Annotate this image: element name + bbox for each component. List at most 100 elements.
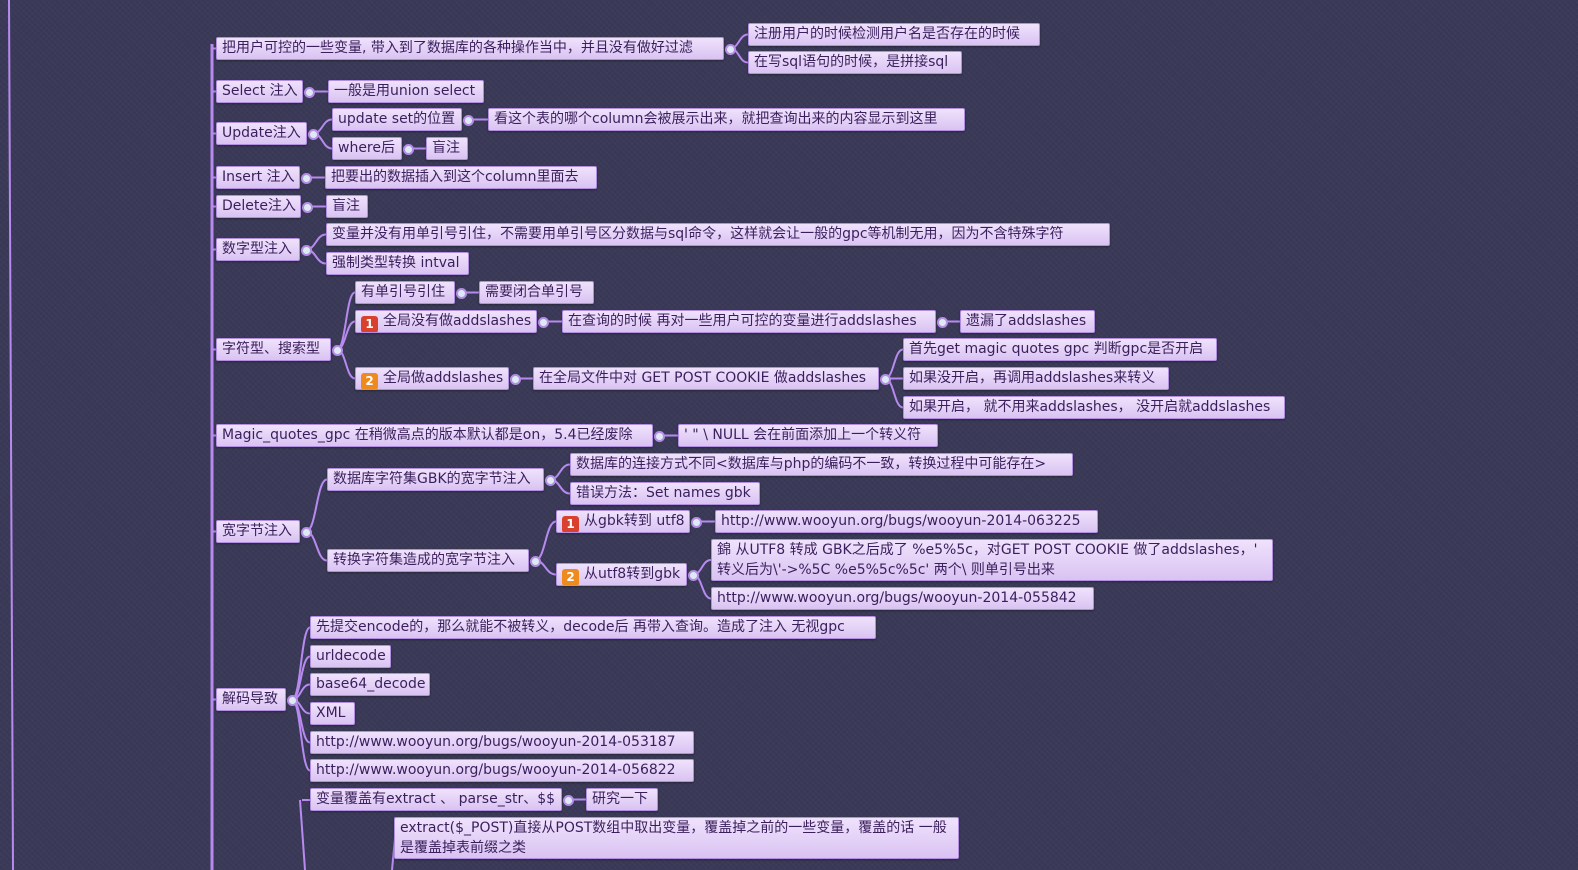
- topic-text: base64_decode: [316, 676, 426, 692]
- topic-node-n9b2[interactable]: 2 从utf8转到gbk: [556, 563, 687, 586]
- topic-node-n11a1[interactable]: 研究一下: [586, 788, 658, 811]
- topic-node-n11a[interactable]: 变量覆盖有extract 、 parse_str、$$: [310, 788, 562, 811]
- priority-icon: 2: [361, 373, 378, 389]
- topic-node-n9a2[interactable]: 错误方法：Set names gbk: [570, 482, 760, 505]
- topic-text: 变量覆盖有extract 、 parse_str、$$: [316, 791, 556, 807]
- topic-text: update set的位置: [338, 111, 456, 127]
- collapse-toggle-icon[interactable]: [308, 128, 319, 140]
- collapse-toggle-icon[interactable]: [287, 694, 298, 706]
- collapse-toggle-icon[interactable]: [691, 516, 702, 528]
- topic-text: 如果没开启，再调用addslashes来转义: [909, 370, 1156, 386]
- topic-node-n10b[interactable]: urldecode: [310, 645, 391, 668]
- topic-node-n8[interactable]: Magic_quotes_gpc 在稍微高点的版本默认都是on，5.4已经废除: [216, 424, 653, 447]
- topic-text: 字符型、搜索型: [222, 341, 320, 357]
- topic-node-n4[interactable]: Insert 注入: [216, 166, 300, 189]
- topic-node-n3b1[interactable]: 盲注: [426, 137, 468, 160]
- collapse-toggle-icon[interactable]: [301, 244, 312, 256]
- topic-text: Insert 注入: [222, 169, 295, 185]
- topic-node-n5a[interactable]: 盲注: [326, 195, 368, 218]
- topic-text: 从utf8转到gbk: [584, 566, 681, 582]
- topic-text: 遗漏了addslashes: [966, 313, 1087, 329]
- topic-node-n10a[interactable]: 先提交encode的，那么就能不被转义，decode后 再带入查询。造成了注入 …: [310, 616, 876, 639]
- topic-text: 需要闭合单引号: [485, 284, 583, 300]
- topic-node-n2[interactable]: Select 注入: [216, 80, 303, 103]
- topic-node-n7c1a[interactable]: 首先get magic quotes gpc 判断gpc是否开启: [903, 338, 1217, 361]
- topic-node-n1[interactable]: 把用户可控的一些变量, 带入到了数据库的各种操作当中，并且没有做好过滤: [216, 37, 724, 60]
- collapse-toggle-icon[interactable]: [301, 172, 312, 184]
- topic-node-n7c1[interactable]: 在全局文件中对 GET POST COOKIE 做addslashes: [533, 367, 879, 390]
- collapse-toggle-icon[interactable]: [332, 344, 343, 356]
- topic-node-n9b2a[interactable]: 錦 从UTF8 转成 GBK之后成了 %e5%5c，对GET POST COOK…: [711, 539, 1273, 581]
- topic-node-n7a[interactable]: 有单引号引住: [355, 281, 455, 304]
- topic-node-n3a1[interactable]: 看这个表的哪个column会被展示出来，就把查询出来的内容显示到这里: [488, 108, 965, 131]
- topic-node-n6[interactable]: 数字型注入: [216, 238, 300, 261]
- collapse-toggle-icon[interactable]: [302, 201, 313, 213]
- topic-text: 从gbk转到 utf8: [584, 513, 685, 529]
- collapse-toggle-icon[interactable]: [538, 316, 549, 328]
- topic-node-n6a[interactable]: 变量并没有用单引号引住，不需要用单引号区分数据与sql命令，这样就会让一般的gp…: [326, 223, 1110, 246]
- topic-node-n10[interactable]: 解码导致: [216, 688, 286, 711]
- topic-node-n3b[interactable]: where后: [332, 137, 402, 160]
- topic-text: 全局没有做addslashes: [383, 313, 532, 329]
- topic-node-n3[interactable]: Update注入: [216, 122, 307, 145]
- topic-node-n5[interactable]: Delete注入: [216, 195, 301, 218]
- topic-node-n9b2b[interactable]: http://www.wooyun.org/bugs/wooyun-2014-0…: [711, 587, 1094, 610]
- topic-text: Magic_quotes_gpc 在稍微高点的版本默认都是on，5.4已经废除: [222, 427, 633, 443]
- priority-icon: 1: [361, 316, 378, 332]
- collapse-toggle-icon[interactable]: [463, 114, 474, 126]
- topic-node-n2a[interactable]: 一般是用union select: [328, 80, 484, 103]
- topic-node-n8a[interactable]: ' " \ NULL 会在前面添加上一个转义符: [678, 424, 938, 447]
- collapse-toggle-icon[interactable]: [530, 555, 541, 567]
- topic-node-n7[interactable]: 字符型、搜索型: [216, 338, 331, 361]
- topic-node-n1a[interactable]: 注册用户的时候检测用户名是否存在的时候: [748, 23, 1040, 46]
- topic-node-n7c1c[interactable]: 如果开启， 就不用来addslashes， 没开启就addslashes: [903, 396, 1285, 419]
- branch-line: [291, 698, 311, 772]
- topic-node-n11b[interactable]: extract($_POST)直接从POST数组中取出变量，覆盖掉之前的一些变量…: [394, 817, 959, 859]
- topic-node-n10c[interactable]: base64_decode: [310, 673, 430, 696]
- topic-node-n10e[interactable]: http://www.wooyun.org/bugs/wooyun-2014-0…: [310, 731, 694, 754]
- collapse-toggle-icon[interactable]: [545, 474, 556, 486]
- topic-text: 转换字符集造成的宽字节注入: [333, 552, 515, 568]
- topic-node-n7b2[interactable]: 遗漏了addslashes: [960, 310, 1095, 333]
- topic-node-n1b[interactable]: 在写sql语句的时候，是拼接sql: [748, 51, 962, 74]
- collapse-toggle-icon[interactable]: [654, 430, 665, 442]
- collapse-toggle-icon[interactable]: [301, 526, 312, 538]
- topic-node-n10d[interactable]: XML: [310, 702, 355, 725]
- topic-node-n7b1[interactable]: 在查询的时候 再对一些用户可控的变量进行addslashes: [562, 310, 936, 333]
- collapse-toggle-icon[interactable]: [510, 373, 521, 385]
- collapse-toggle-icon[interactable]: [403, 143, 414, 155]
- collapse-toggle-icon[interactable]: [563, 794, 574, 806]
- topic-node-n9a1[interactable]: 数据库的连接方式不同<数据库与php的编码不一致，转换过程中可能存在>: [570, 453, 1073, 476]
- collapse-toggle-icon[interactable]: [688, 569, 699, 581]
- topic-node-n7a1[interactable]: 需要闭合单引号: [479, 281, 594, 304]
- topic-text: 错误方法：Set names gbk: [576, 485, 751, 501]
- branch-line: [291, 626, 311, 701]
- topic-text: 研究一下: [592, 791, 648, 807]
- sub-trunk-line: [299, 799, 306, 870]
- topic-node-n9a[interactable]: 数据库字符集GBK的宽字节注入: [327, 468, 544, 491]
- topic-node-n6b[interactable]: 强制类型转换 intval: [326, 252, 469, 275]
- topic-node-n4a[interactable]: 把要出的数据插入到这个column里面去: [325, 166, 597, 189]
- collapse-toggle-icon[interactable]: [456, 287, 467, 299]
- topic-text: 把要出的数据插入到这个column里面去: [331, 169, 579, 185]
- topic-node-n7b[interactable]: 1 全局没有做addslashes: [355, 310, 537, 333]
- collapse-toggle-icon[interactable]: [880, 373, 891, 385]
- collapse-toggle-icon[interactable]: [725, 43, 736, 55]
- topic-node-n3a[interactable]: update set的位置: [332, 108, 462, 131]
- topic-node-n9[interactable]: 宽字节注入: [216, 520, 300, 543]
- collapse-toggle-icon[interactable]: [937, 316, 948, 328]
- topic-node-n9b1a[interactable]: http://www.wooyun.org/bugs/wooyun-2014-0…: [715, 510, 1098, 533]
- topic-node-n7c1b[interactable]: 如果没开启，再调用addslashes来转义: [903, 367, 1169, 390]
- topic-node-n10f[interactable]: http://www.wooyun.org/bugs/wooyun-2014-0…: [310, 759, 694, 782]
- branch-line: [534, 520, 557, 562]
- topic-text: 解码导致: [222, 691, 278, 707]
- topic-text: 一般是用union select: [334, 83, 476, 99]
- branch-line: [336, 291, 356, 351]
- topic-node-n9b[interactable]: 转换字符集造成的宽字节注入: [327, 549, 529, 572]
- topic-text: 先提交encode的，那么就能不被转义，decode后 再带入查询。造成了注入 …: [316, 619, 845, 635]
- collapse-toggle-icon[interactable]: [304, 86, 315, 98]
- priority-icon: 2: [562, 569, 579, 585]
